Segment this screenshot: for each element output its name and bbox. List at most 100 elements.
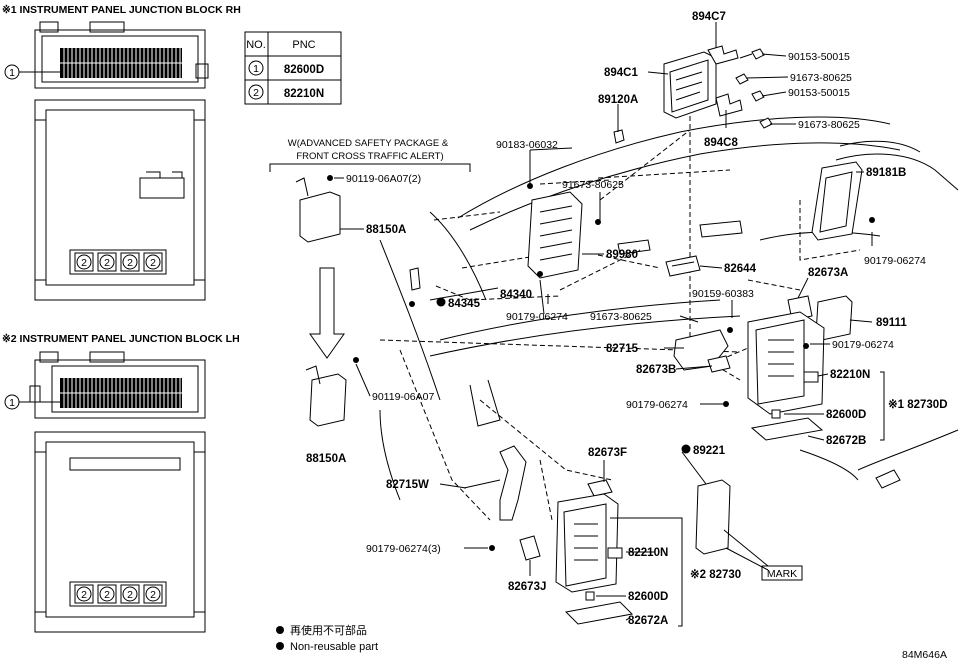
label-84340: 84340 [500,289,532,301]
junction-block-rh-front-view: 2 2 2 2 [34,99,206,301]
fuse-82600d-rh [771,409,781,419]
ecu-89221 [695,479,731,555]
junction-block-rh-top-view [34,21,209,89]
bolt-90153-b [751,90,765,102]
socket-callout-2: 2 [104,257,110,269]
cover-82672b [750,417,824,441]
svg-text:1: 1 [9,397,15,409]
pnc-table-col-no: NO. [246,39,266,51]
option-caption-line2: FRONT CROSS TRAFFIC ALERT) [296,151,443,162]
label-91673-c: 91673-80625 [562,179,624,191]
ecu-88150a-top [295,177,341,243]
pnc-row-1-value: 82600D [284,64,324,76]
legend: 再使用不可部品 Non-reusable part [276,623,378,653]
figure-code: 84M646A [902,649,947,661]
pnc-table-col-pnc: PNC [292,39,315,51]
clip-89120a [613,129,625,144]
label-82210n-rh: 82210N [830,369,870,381]
label-90179-b: 90179-06274 [506,311,568,323]
socket-callout-2: 2 [127,257,133,269]
junction-block-82730d [747,311,825,415]
junction-block-82730 [555,493,619,593]
label-90119-b: 90119-06A07 [372,391,434,403]
bracket-82715w [463,445,527,521]
option-bracket [269,163,471,172]
label-82673b: 82673B [636,364,676,376]
header-junction-block-lh: ※2 INSTRUMENT PANEL JUNCTION BLOCK LH [2,333,240,345]
pnc-row-2-no: 2 [253,87,259,99]
option-caption-line1: W(ADVANCED SAFETY PACKAGE & [288,138,449,149]
label-88150a-bottom: 88150A [306,453,346,465]
part-labels: 894C7 894C1 894C8 89120A 90153-50015 916… [306,11,948,627]
label-89120a: 89120A [598,94,638,106]
label-90153-b: 90153-50015 [788,87,850,99]
label-82644: 82644 [724,263,757,275]
label-91673-d: 91673-80625 [590,311,652,323]
mark-box [761,565,803,581]
sensor-84340 [409,267,421,291]
socket-callout-2: 2 [81,589,87,601]
label-82730d: ※1 82730D [888,398,948,411]
label-82673a: 82673A [808,267,848,279]
bracket-894c1 [663,51,717,119]
socket-callout-2: 2 [150,257,156,269]
label-90183: 90183-06032 [496,139,558,151]
junction-block-lh-top-view [29,351,206,419]
socket-callout-2: 2 [81,257,87,269]
label-82715: 82715 [606,343,639,355]
leader-lines [334,22,885,627]
socket-callout-2: 2 [127,589,133,601]
legend-english: Non-reusable part [290,641,378,653]
label-894c8: 894C8 [704,137,738,149]
install-arrow [309,267,345,359]
bracket-894c7 [707,45,739,65]
label-82210n-lh: 82210N [628,547,668,559]
ecu-88150a-bottom [305,365,347,427]
label-91673-b: 91673-80625 [798,119,860,131]
sensor-89181b [811,161,863,241]
label-90159: 90159-60383 [692,288,754,300]
bolt-91673-a [735,73,749,85]
label-82715w: 82715W [386,479,429,491]
label-90179-a: 90179-06274 [864,255,926,267]
label-84345: 84345 [448,298,481,310]
fuse-82600d-lh [585,591,595,601]
callout-1-rh: 1 [4,64,62,80]
label-82600d-rh: 82600D [826,409,866,421]
label-90179-d: 90179-06274 [626,399,688,411]
svg-text:1: 1 [9,67,15,79]
label-89221: 89221 [693,445,726,457]
fastener-dots [327,175,875,551]
label-88150a-top: 88150A [366,224,406,236]
socket-callout-2: 2 [104,589,110,601]
label-82672a: 82672A [628,615,668,627]
relay-82210n-lh [607,547,623,559]
legend-japanese: 再使用不可部品 [290,623,367,637]
cover-82672a [564,601,634,625]
label-89980: 89980 [606,249,638,261]
pnc-table: NO. PNC 1 82600D 2 82210N [244,31,342,105]
dashboard-outline [379,116,959,501]
label-90119-a: 90119-06A07(2) [346,173,421,185]
bracket-894c8 [715,93,743,117]
label-82673f: 82673F [588,447,627,459]
label-82673j: 82673J [508,581,546,593]
bracket-82673j [519,535,541,561]
connector-82644 [665,255,701,277]
label-82672b: 82672B [826,435,866,447]
label-90179-c: 90179-06274 [832,339,894,351]
non-reusable-dot-84345 [436,297,446,307]
bolt-90153-a [739,48,765,60]
label-894c1: 894C1 [604,67,638,79]
relay-82210n-rh [803,371,819,383]
label-mark: MARK [767,568,797,580]
pnc-row-2-value: 82210N [284,88,324,100]
label-894c7: 894C7 [692,11,726,23]
label-89111: 89111 [876,317,907,329]
pnc-row-1-no: 1 [253,63,259,75]
bracket-82673b [707,355,731,373]
label-90179-e: 90179-06274(3) [366,543,441,555]
